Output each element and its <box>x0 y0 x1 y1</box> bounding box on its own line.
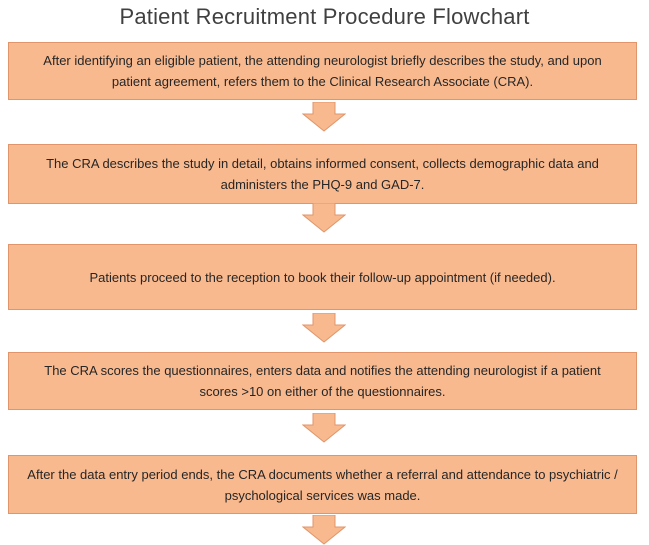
step-box-1: After identifying an eligible patient, t… <box>8 42 637 100</box>
flowchart-title: Patient Recruitment Procedure Flowchart <box>119 4 530 29</box>
step-text-5: After the data entry period ends, the CR… <box>27 466 618 503</box>
step-box-2: The CRA describes the study in detail, o… <box>8 144 637 204</box>
step-text-2: The CRA describes the study in detail, o… <box>46 156 599 192</box>
step-box-4: The CRA scores the questionnaires, enter… <box>8 352 637 410</box>
step-text-4: The CRA scores the questionnaires, enter… <box>44 363 601 399</box>
step-box-3: Patients proceed to the reception to boo… <box>8 244 637 310</box>
step-box-5: After the data entry period ends, the CR… <box>8 455 637 514</box>
step-text-3: Patients proceed to the reception to boo… <box>89 269 556 285</box>
step-text-1: After identifying an eligible patient, t… <box>43 53 602 89</box>
